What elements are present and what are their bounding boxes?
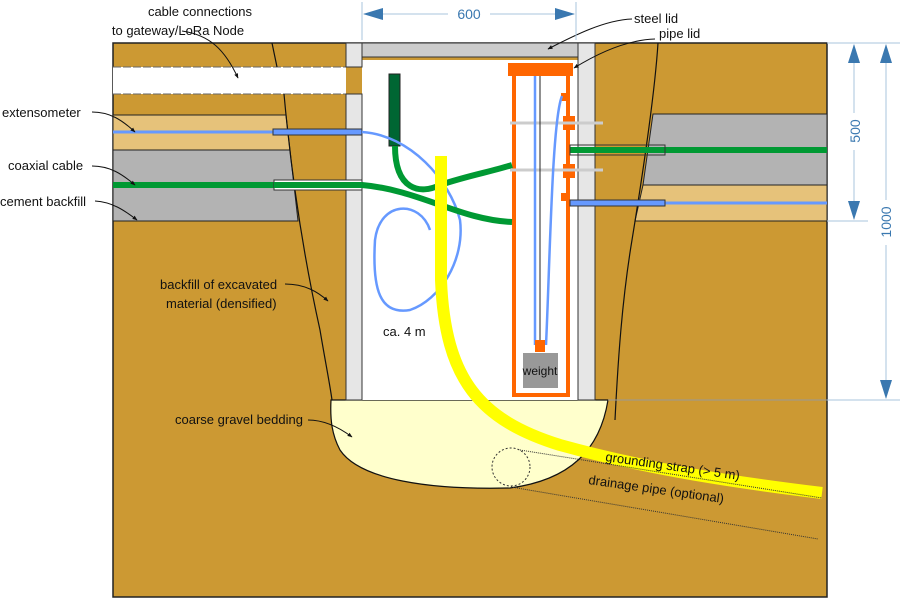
gateway-antenna xyxy=(388,73,401,147)
label-cement-backfill: cement backfill xyxy=(0,194,86,209)
left-layers xyxy=(112,66,346,222)
steel-lid xyxy=(361,42,579,58)
grounding-strap xyxy=(435,156,823,499)
label-backfill-1: backfill of excavated xyxy=(160,277,277,292)
dimension-depth-total: 1000 xyxy=(827,44,900,401)
extensometer-pipe: weight xyxy=(508,63,603,397)
excavation-right-edge xyxy=(614,42,659,421)
weight-coupling xyxy=(535,340,545,352)
label-backfill-2: material (densified) xyxy=(166,296,277,311)
shaft-wall-left-upper xyxy=(345,42,363,68)
label-extensometer: extensometer xyxy=(2,105,81,120)
label-pipe-lid: pipe lid xyxy=(659,26,700,41)
label-coaxial-cable: coaxial cable xyxy=(8,158,83,173)
drainage-pipe xyxy=(491,447,823,540)
dimension-depth-layer-label: 500 xyxy=(847,119,863,143)
label-cable-connections-2: to gateway/LoRa Node xyxy=(112,23,244,38)
weight-label: weight xyxy=(522,364,558,378)
dimension-depth-layer: 500 xyxy=(827,42,900,222)
shaft-wall-right xyxy=(577,42,596,401)
dimension-depth-total-label: 1000 xyxy=(878,206,894,237)
label-cable-connections-1: cable connections xyxy=(148,4,253,19)
weight-block xyxy=(523,353,558,388)
shaft-wall-left xyxy=(345,93,363,401)
excavation-left-edge xyxy=(271,42,333,401)
label-coarse-gravel: coarse gravel bedding xyxy=(175,412,303,427)
dimension-width-label: 600 xyxy=(457,6,481,22)
label-cable-length: ca. 4 m xyxy=(383,324,426,339)
dimension-width: 600 xyxy=(361,2,577,40)
label-steel-lid: steel lid xyxy=(634,11,678,26)
